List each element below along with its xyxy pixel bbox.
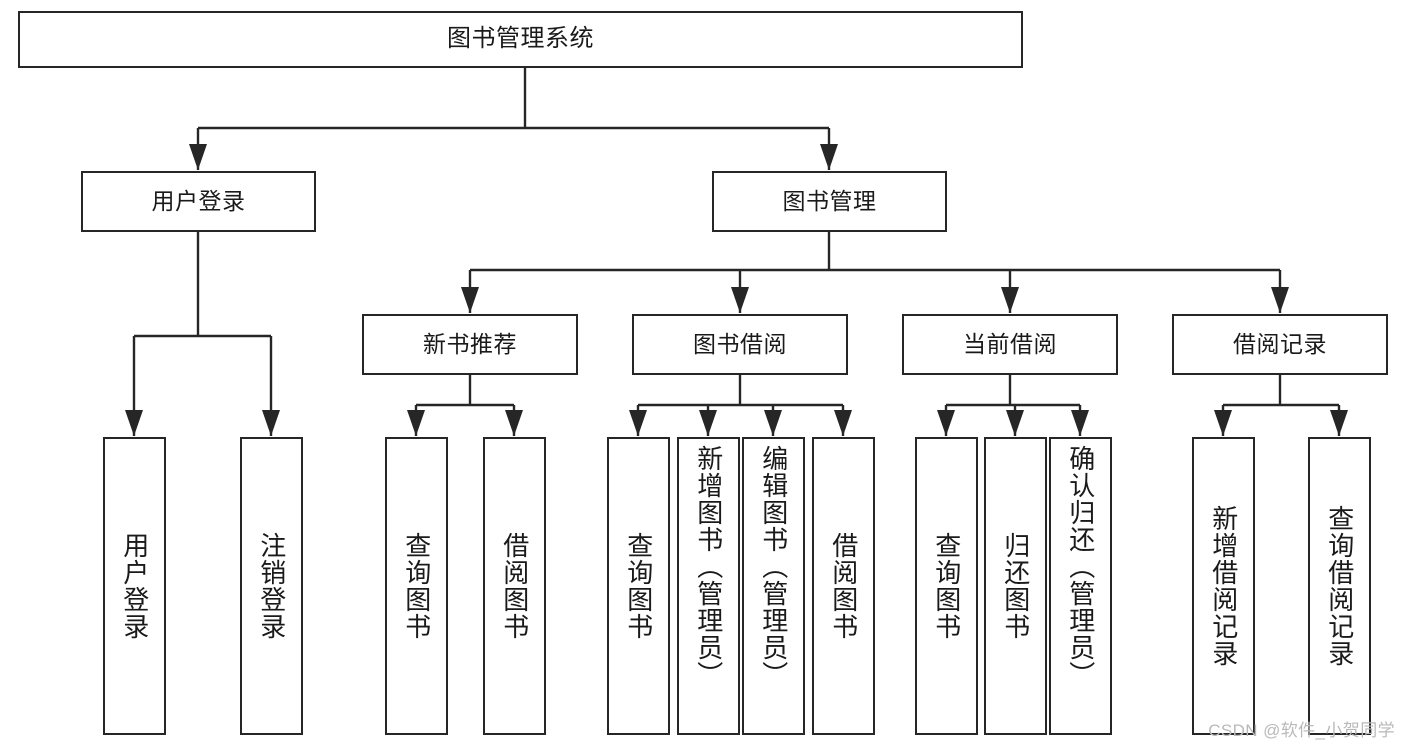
node-label: 确认归还（管理员）: [1065, 445, 1096, 688]
node-label: 查询图书: [931, 532, 962, 640]
node-label: 当前借阅: [963, 330, 1057, 357]
node-root[interactable]: 图书管理系统: [18, 11, 1023, 68]
leaf-newbook-borrow-book[interactable]: 借阅图书: [483, 437, 546, 735]
leaf-current-query-book[interactable]: 查询图书: [915, 437, 978, 735]
leaf-user-logout[interactable]: 注销登录: [240, 437, 303, 735]
node-label: 编辑图书（管理员）: [758, 445, 789, 688]
leaf-newbook-query-book[interactable]: 查询图书: [385, 437, 448, 735]
node-label: 注销登录: [256, 532, 287, 640]
node-user-login[interactable]: 用户登录: [81, 171, 316, 232]
node-label: 图书借阅: [693, 330, 787, 357]
node-new-book-recommend[interactable]: 新书推荐: [362, 314, 578, 375]
node-book-management[interactable]: 图书管理: [712, 171, 947, 232]
node-label: 借阅记录: [1233, 330, 1327, 357]
node-label: 归还图书: [1000, 532, 1031, 640]
node-label: 图书管理系统: [447, 25, 594, 53]
leaf-current-return-book[interactable]: 归还图书: [984, 437, 1047, 735]
node-current-borrow[interactable]: 当前借阅: [902, 314, 1118, 375]
node-label: 用户登录: [119, 532, 150, 640]
node-label: 查询借阅记录: [1324, 505, 1355, 667]
node-label: 查询图书: [401, 532, 432, 640]
leaf-borrow-query-book[interactable]: 查询图书: [607, 437, 670, 735]
node-label: 新增图书（管理员）: [693, 445, 724, 688]
node-label: 新增借阅记录: [1208, 505, 1239, 667]
node-book-borrow[interactable]: 图书借阅: [632, 314, 848, 375]
node-label: 查询图书: [623, 532, 654, 640]
leaf-current-confirm-return-admin[interactable]: 确认归还（管理员）: [1049, 437, 1112, 735]
node-label: 新书推荐: [423, 330, 517, 357]
leaf-borrow-borrow-book[interactable]: 借阅图书: [812, 437, 875, 735]
node-borrow-record[interactable]: 借阅记录: [1172, 314, 1388, 375]
leaf-record-query-record[interactable]: 查询借阅记录: [1308, 437, 1371, 735]
node-label: 用户登录: [151, 187, 246, 214]
leaf-borrow-edit-book-admin[interactable]: 编辑图书（管理员）: [742, 437, 805, 735]
leaf-record-add-record[interactable]: 新增借阅记录: [1192, 437, 1255, 735]
leaf-user-login[interactable]: 用户登录: [103, 437, 166, 735]
watermark: CSDN @软件_小贺同学: [1208, 721, 1395, 740]
node-label: 借阅图书: [499, 532, 530, 640]
node-label: 图书管理: [782, 187, 877, 214]
node-label: 借阅图书: [828, 532, 859, 640]
leaf-borrow-add-book-admin[interactable]: 新增图书（管理员）: [677, 437, 740, 735]
